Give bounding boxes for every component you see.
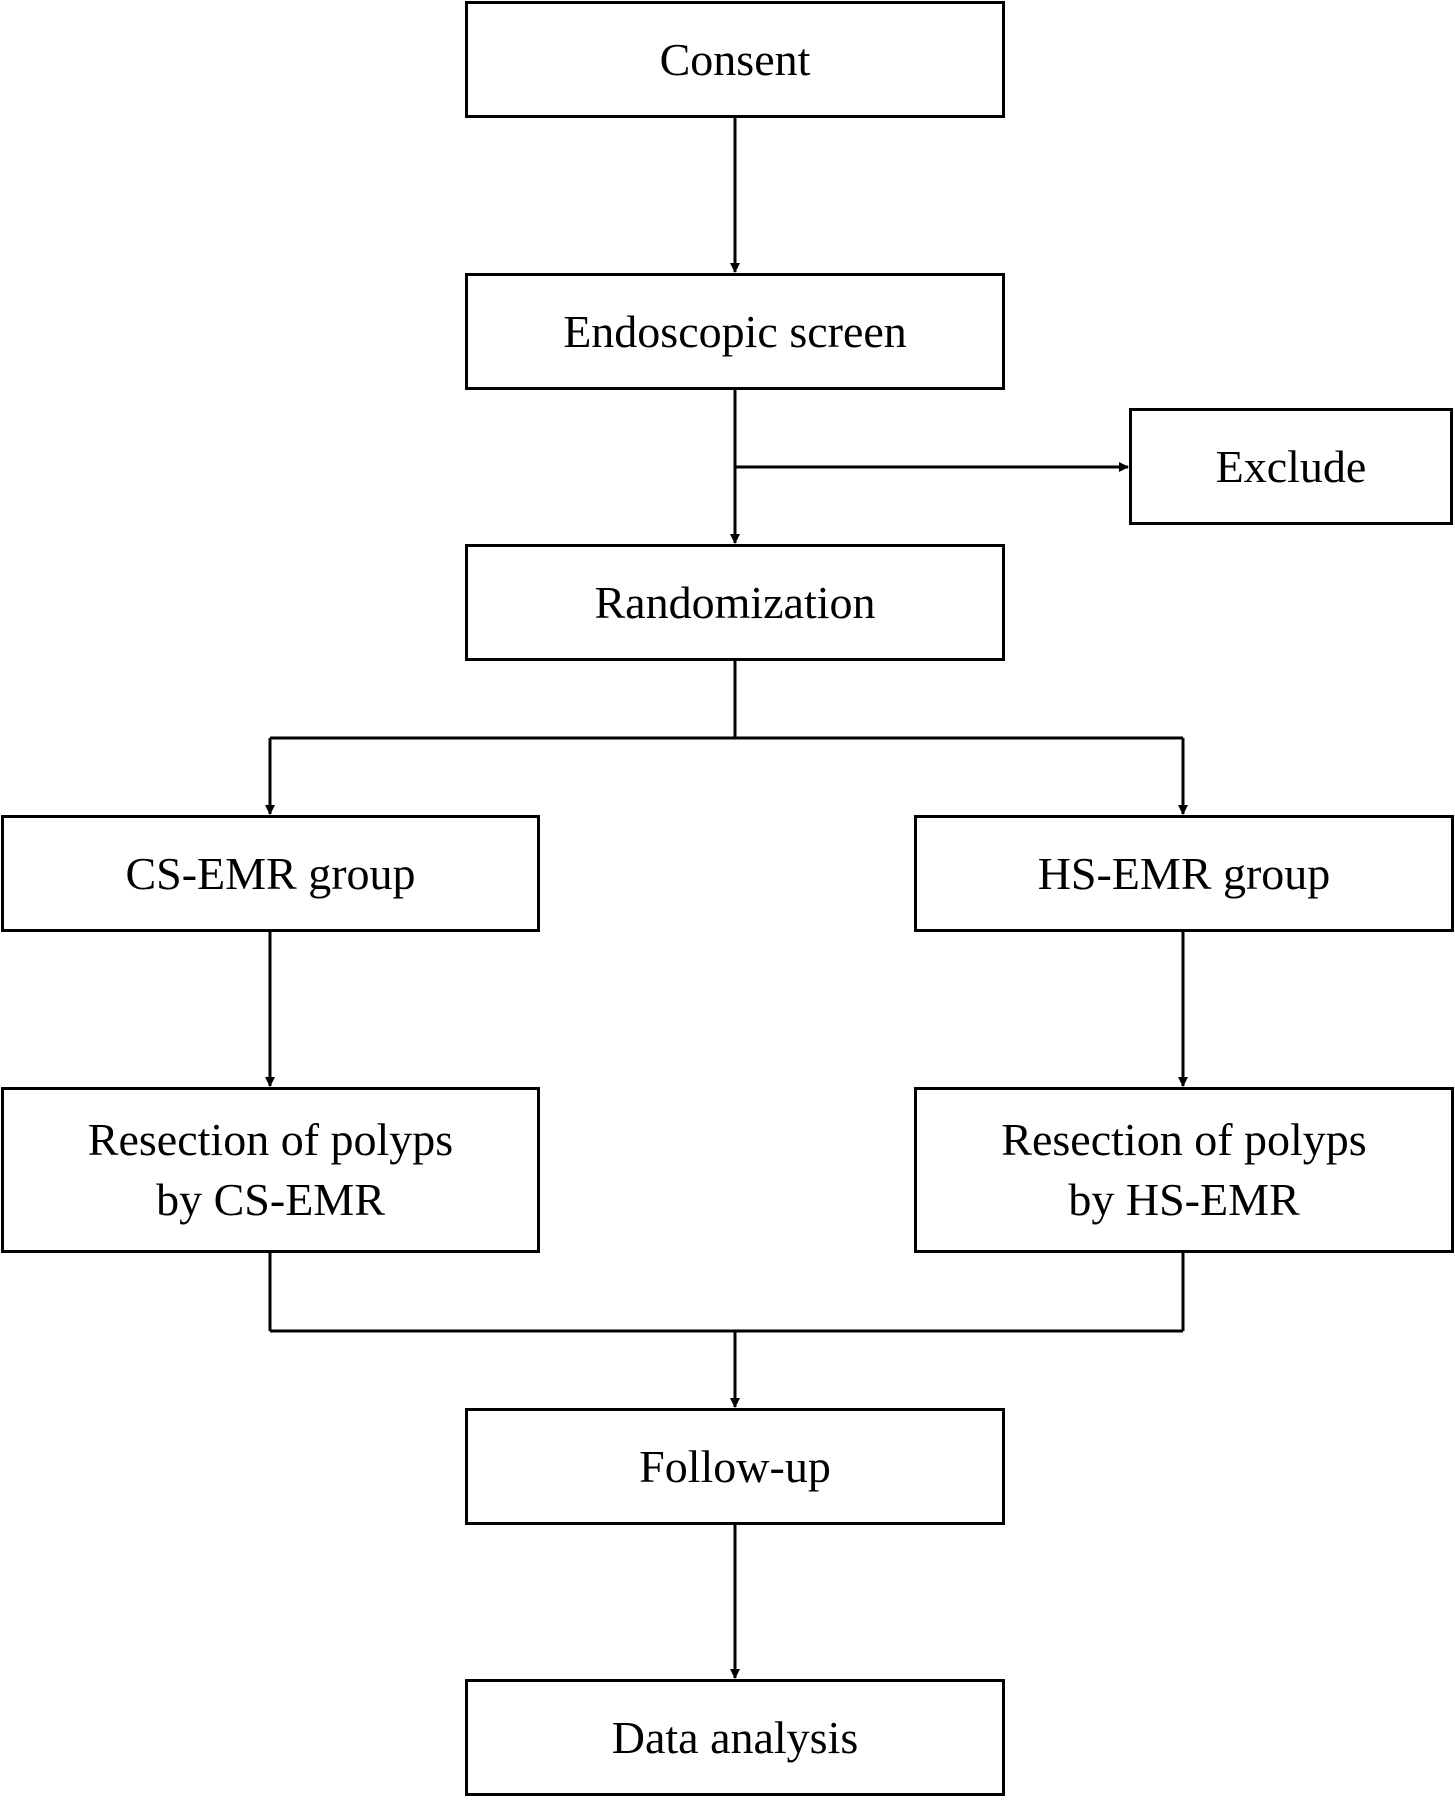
node-hs-emr-group: HS-EMR group bbox=[914, 815, 1454, 932]
node-follow-up-label: Follow-up bbox=[639, 1440, 831, 1492]
node-hs-resection-line-2: by HS-EMR bbox=[1068, 1174, 1300, 1225]
node-randomization-label: Randomization bbox=[594, 576, 876, 628]
node-data-analysis: Data analysis bbox=[465, 1679, 1005, 1796]
node-data-analysis-label: Data analysis bbox=[611, 1711, 859, 1763]
node-cs-emr-group-label: CS-EMR group bbox=[125, 847, 416, 899]
node-endoscopic-screen: Endoscopic screen bbox=[465, 273, 1005, 390]
node-randomization: Randomization bbox=[465, 544, 1005, 661]
node-cs-resection-line-2: by CS-EMR bbox=[156, 1174, 385, 1225]
node-exclude-label: Exclude bbox=[1215, 440, 1367, 492]
node-follow-up: Follow-up bbox=[465, 1408, 1005, 1525]
node-cs-resection: Resection of polyps by CS-EMR bbox=[1, 1087, 540, 1253]
node-cs-emr-group: CS-EMR group bbox=[1, 815, 540, 932]
node-consent: Consent bbox=[465, 1, 1005, 118]
node-cs-resection-line-1: Resection of polyps bbox=[87, 1114, 454, 1166]
node-hs-resection: Resection of polyps by HS-EMR bbox=[914, 1087, 1454, 1253]
node-hs-resection-line-1: Resection of polyps bbox=[1001, 1114, 1367, 1166]
node-exclude: Exclude bbox=[1129, 408, 1453, 525]
node-hs-emr-group-label: HS-EMR group bbox=[1037, 847, 1331, 899]
node-consent-label: Consent bbox=[659, 33, 811, 85]
node-endoscopic-screen-label: Endoscopic screen bbox=[563, 305, 907, 357]
